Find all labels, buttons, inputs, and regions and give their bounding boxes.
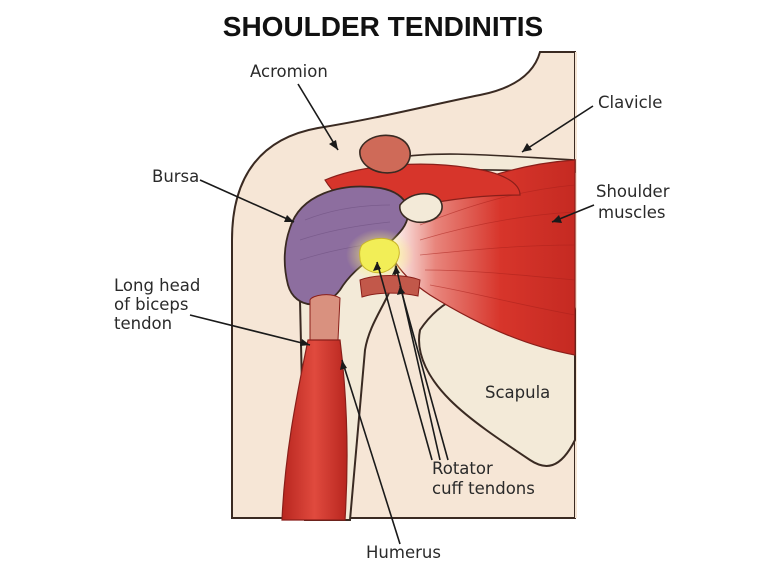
arrow-shoulder-muscles	[552, 215, 562, 223]
label-scapula: Scapula	[485, 383, 550, 402]
label-biceps-line2: of biceps	[114, 295, 189, 314]
leader-lines	[189, 83, 595, 545]
label-humerus: Humerus	[366, 543, 441, 562]
label-biceps-line1: Long head	[114, 276, 200, 295]
arrow-biceps	[300, 339, 310, 346]
acromion-bone	[359, 134, 411, 174]
leader-rotator-1	[376, 261, 433, 461]
leader-bursa	[199, 179, 295, 223]
arrow-acromion	[329, 140, 338, 150]
label-acromion: Acromion	[250, 62, 328, 81]
biceps-muscle	[281, 339, 348, 521]
subscapularis-tendon	[359, 275, 421, 298]
leader-humerus	[341, 359, 401, 545]
leader-acromion	[297, 83, 339, 151]
arrow-rotator-1	[373, 262, 381, 271]
diagram-title: SHOULDER TENDINITIS	[223, 11, 543, 42]
biceps-tendon	[309, 294, 341, 341]
arrow-bursa	[284, 215, 294, 222]
rotator-cuff-tendon-inflamed	[359, 237, 400, 274]
label-shoulder-muscles-line1: Shoulder	[596, 182, 670, 201]
label-biceps-line3: tendon	[114, 314, 172, 333]
muscle-fibers	[419, 184, 576, 316]
label-shoulder-muscles-line2: muscles	[598, 203, 666, 222]
leader-rotator-3	[399, 285, 449, 461]
label-rotator-cuff-line2: cuff tendons	[432, 479, 535, 498]
coracoid-process	[399, 192, 443, 224]
leader-clavicle	[521, 105, 594, 153]
label-clavicle: Clavicle	[598, 93, 662, 112]
neck-background	[575, 52, 577, 518]
label-bursa: Bursa	[152, 167, 199, 186]
leader-biceps	[189, 314, 311, 346]
arrow-rotator-2	[392, 266, 400, 275]
label-rotator-cuff-line1: Rotator	[432, 459, 493, 478]
arrow-rotator-3	[397, 286, 405, 295]
arrow-humerus	[340, 360, 347, 370]
arrow-clavicle	[522, 143, 532, 152]
